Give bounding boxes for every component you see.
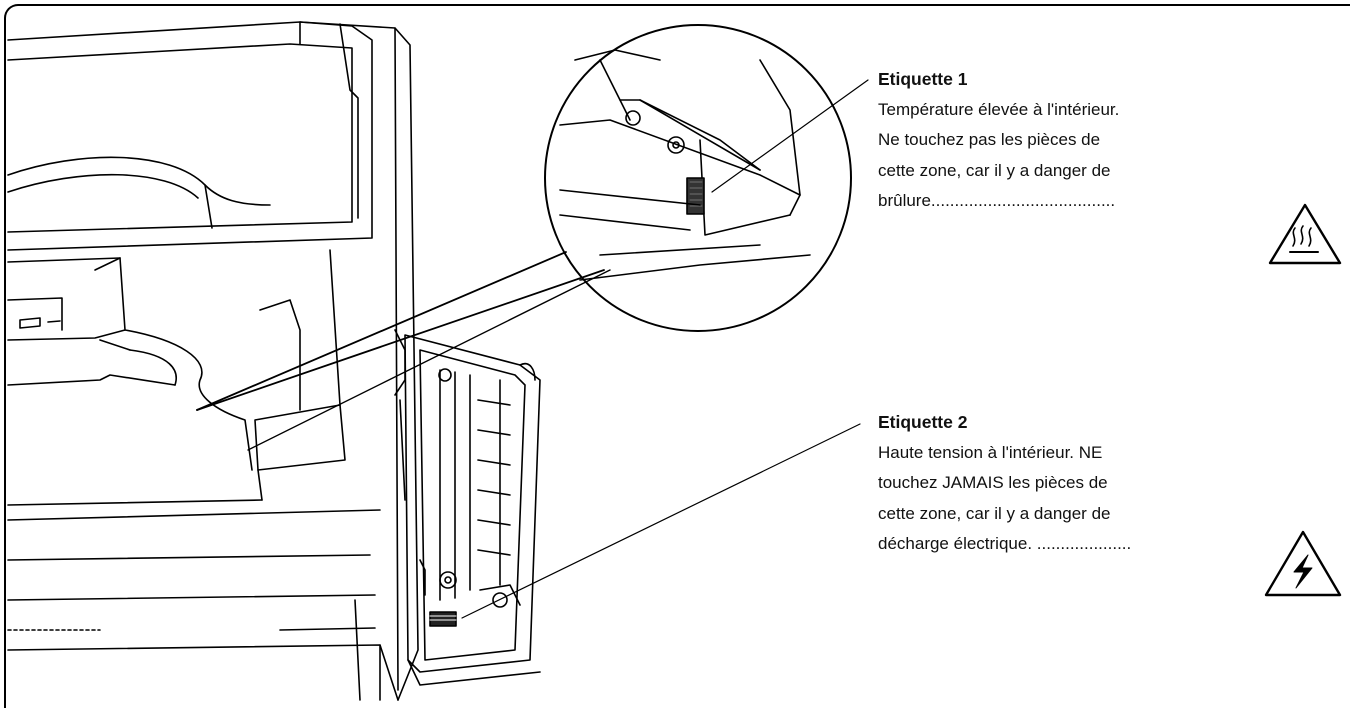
hot-surface-warning-icon xyxy=(1268,203,1342,265)
label-2-title: Etiquette 2 xyxy=(878,412,968,432)
label-1-title: Etiquette 1 xyxy=(878,69,968,89)
label-1-block: Etiquette 1 Température élevée à l'intér… xyxy=(878,64,1119,217)
label-1-line-1: Température élevée à l'intérieur. xyxy=(878,99,1120,119)
label-2-line-2: touchez JAMAIS les pièces de xyxy=(878,473,1108,492)
label-2-line-3: cette zone, car il y a danger de xyxy=(878,503,1111,523)
label-1-line-2: Ne touchez pas les pièces de xyxy=(878,130,1101,149)
label-1-line-3: cette zone, car il y a danger de xyxy=(878,160,1111,180)
figure-frame xyxy=(4,4,1350,708)
label-1-line-4: brûlure.................................… xyxy=(878,191,1116,210)
magnifier-detail xyxy=(196,24,852,451)
copier-body xyxy=(7,21,419,701)
label-2-line-4: décharge électrique. ...................… xyxy=(878,534,1132,553)
leader-lines xyxy=(461,79,869,619)
high-voltage-warning-icon xyxy=(1264,530,1342,597)
side-door xyxy=(404,334,541,686)
label-2-block: Etiquette 2 Haute tension à l'intérieur.… xyxy=(878,407,1131,560)
label-2-line-1: Haute tension à l'intérieur. NE xyxy=(878,442,1103,462)
